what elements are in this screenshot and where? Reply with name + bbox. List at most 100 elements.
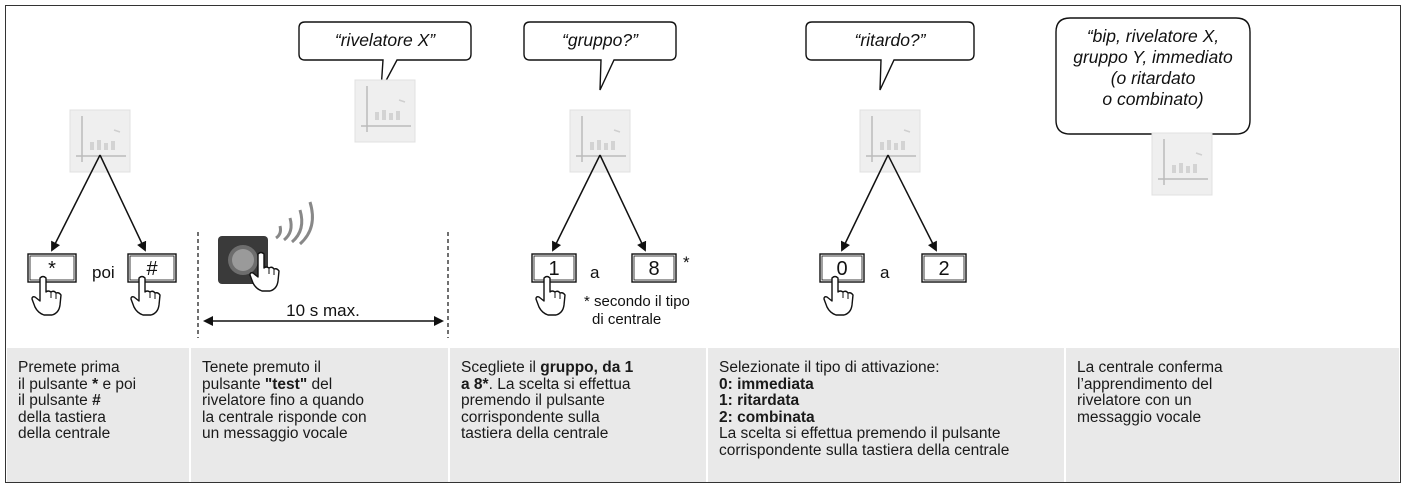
description-line: messaggio vocale bbox=[1077, 408, 1389, 427]
description-text: premendo il pulsante bbox=[461, 392, 605, 410]
description-text: Scegliete il bbox=[461, 359, 541, 376]
description-line: il pulsante * e poi bbox=[18, 375, 179, 394]
description-text: messaggio vocale bbox=[1077, 408, 1202, 426]
description-bold-text: 2: combinata bbox=[719, 408, 815, 426]
svg-text:0: 0 bbox=[836, 258, 847, 280]
arrow bbox=[887, 154, 937, 252]
arrow bbox=[99, 154, 147, 252]
arrow bbox=[840, 154, 889, 252]
description-bold-text: a 8* bbox=[461, 375, 489, 393]
column-separator bbox=[1064, 348, 1066, 482]
key-0[interactable]: 0 bbox=[819, 253, 865, 283]
duration-label: 10 s max. bbox=[286, 301, 360, 320]
svg-text:(o ritardato: (o ritardato bbox=[1111, 68, 1196, 88]
svg-text:“rivelatore X”: “rivelatore X” bbox=[335, 30, 436, 50]
control-panel-icon bbox=[569, 109, 631, 173]
description-line: Tenete premuto il bbox=[202, 359, 438, 377]
description-text: del bbox=[307, 375, 333, 393]
key-hash[interactable]: # bbox=[127, 253, 177, 283]
connector-label: a bbox=[880, 263, 890, 282]
footnote-text: di centrale bbox=[592, 311, 661, 328]
control-panel-icon bbox=[859, 109, 921, 173]
description-bold-text: # bbox=[92, 392, 101, 410]
description-line: l’apprendimento del bbox=[1077, 375, 1389, 394]
description-line: corrispondente sulla tastiera della cent… bbox=[719, 441, 1054, 460]
description-line: la centrale risponde con bbox=[202, 408, 438, 427]
description-line: rivelatore con un bbox=[1077, 392, 1389, 410]
svg-text:#: # bbox=[146, 258, 158, 280]
speech-bubble: “rivelatore X” bbox=[298, 21, 472, 91]
svg-text:o combinato): o combinato) bbox=[1102, 89, 1203, 109]
key-1[interactable]: 1 bbox=[531, 253, 577, 283]
description-text: tastiera della centrale bbox=[461, 425, 609, 443]
description-text: . La scelta si effettua bbox=[488, 375, 631, 393]
column-separator bbox=[706, 348, 708, 482]
column-separator bbox=[448, 348, 450, 482]
description-line: tastiera della centrale bbox=[461, 426, 696, 443]
description-text: della centrale bbox=[18, 425, 111, 443]
description-line: della centrale bbox=[18, 426, 179, 443]
control-panel-icon bbox=[1151, 132, 1213, 196]
description-text: e poi bbox=[98, 375, 137, 393]
description-text: un messaggio vocale bbox=[202, 425, 348, 443]
description-line: a 8*. La scelta si effettua bbox=[461, 375, 696, 394]
description-text: corrispondente sulla tastiera della cent… bbox=[719, 441, 1010, 459]
footnote-text: * secondo il tipo bbox=[584, 293, 690, 310]
svg-text:“gruppo?”: “gruppo?” bbox=[562, 30, 639, 50]
description-text: il pulsante bbox=[18, 375, 93, 393]
speech-bubble: “ritardo?” bbox=[805, 21, 975, 91]
svg-text:8: 8 bbox=[648, 258, 659, 280]
svg-text:2: 2 bbox=[938, 258, 949, 280]
description-text: La scelta si effettua premendo il pulsan… bbox=[719, 425, 1001, 443]
description-line: 0: immediata bbox=[719, 375, 1054, 394]
footnote-marker: * bbox=[683, 253, 690, 272]
description-text: della tastiera bbox=[18, 408, 106, 426]
detector-test-button-icon[interactable] bbox=[218, 236, 268, 284]
description-line: corrispondente sulla bbox=[461, 408, 696, 427]
description-bold-text: * bbox=[92, 375, 99, 393]
description-bold-text: gruppo, da 1 bbox=[540, 359, 634, 376]
svg-text:“bip, rivelatore X,: “bip, rivelatore X, bbox=[1087, 26, 1219, 46]
description-line: Scegliete il gruppo, da 1 bbox=[461, 359, 696, 377]
description-bold-text: 0: immediata bbox=[719, 375, 814, 393]
control-panel-icon bbox=[354, 79, 416, 143]
arrow bbox=[599, 154, 647, 252]
description-text: pulsante bbox=[202, 375, 265, 393]
description-text: l’apprendimento del bbox=[1077, 375, 1213, 393]
description-line: della tastiera bbox=[18, 408, 179, 427]
description-text: rivelatore con un bbox=[1077, 392, 1192, 410]
description-text: il pulsante bbox=[18, 392, 93, 410]
description-text: Tenete premuto il bbox=[202, 359, 321, 376]
description-bold-text: 1: ritardata bbox=[719, 392, 800, 410]
description-text: rivelatore fino a quando bbox=[202, 392, 365, 410]
column-separator bbox=[189, 348, 191, 482]
key-8[interactable]: 8 bbox=[631, 253, 677, 283]
connector-label: a bbox=[590, 263, 600, 282]
control-panel-icon bbox=[69, 109, 131, 173]
description-line: pulsante "test" del bbox=[202, 375, 438, 394]
svg-text:gruppo Y, immediato: gruppo Y, immediato bbox=[1073, 47, 1233, 67]
description-line: rivelatore fino a quando bbox=[202, 392, 438, 410]
svg-text:“ritardo?”: “ritardo?” bbox=[855, 30, 927, 50]
description-line: 2: combinata bbox=[719, 408, 1054, 427]
key-2[interactable]: 2 bbox=[921, 253, 967, 283]
description-line: Premete prima bbox=[18, 359, 179, 377]
description-line: premendo il pulsante bbox=[461, 392, 696, 410]
description-text: corrispondente sulla bbox=[461, 408, 600, 426]
description-line: La scelta si effettua premendo il pulsan… bbox=[719, 426, 1054, 443]
description-line: 1: ritardata bbox=[719, 392, 1054, 410]
description-text: la centrale risponde con bbox=[202, 408, 367, 426]
arrow bbox=[552, 154, 601, 252]
key-star[interactable]: * bbox=[27, 253, 77, 283]
speech-bubble: “gruppo?” bbox=[523, 21, 677, 91]
description-text: Premete prima bbox=[18, 359, 120, 376]
arrow bbox=[51, 154, 101, 252]
description-text: Selezionate il tipo di attivazione: bbox=[719, 359, 940, 376]
radio-waves-icon bbox=[275, 201, 314, 246]
description-line: La centrale conferma bbox=[1077, 359, 1389, 377]
step-4-description: Selezionate il tipo di attivazione:0: im… bbox=[708, 348, 1064, 482]
